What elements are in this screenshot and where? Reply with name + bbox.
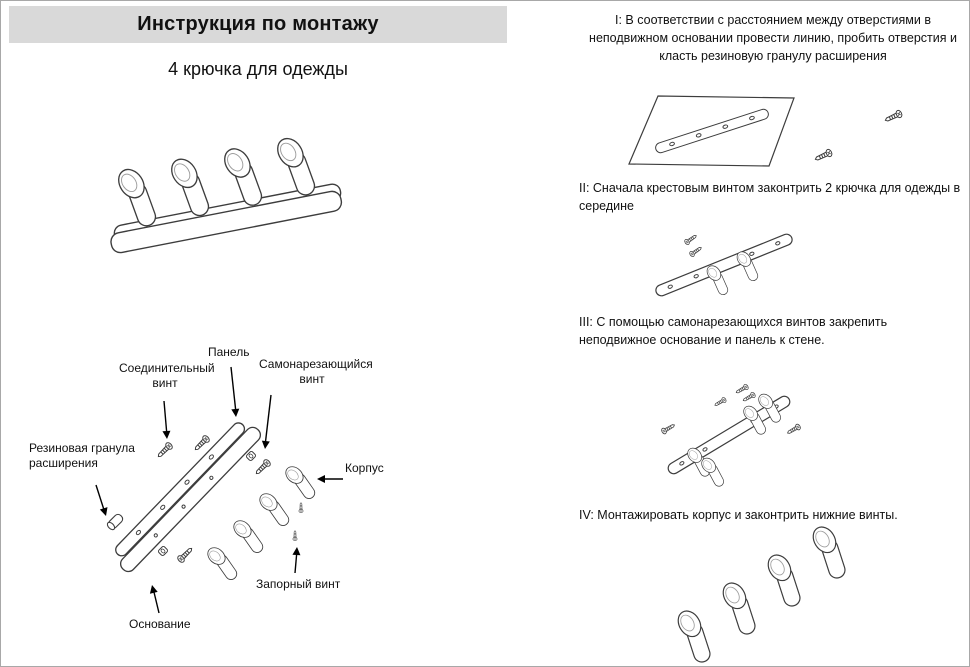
self-tapping-screw [785,422,802,437]
hook-housing [806,520,851,584]
self-tapping-screw [253,457,273,477]
nut [157,545,169,557]
arrowhead [292,546,301,556]
self-tapping-screw [734,383,750,396]
arrowhead [99,507,110,518]
base-and-panel-plate [115,422,262,573]
hook-housing [228,514,267,559]
connecting-screw [175,545,195,565]
hook [269,130,321,201]
fixed-base-strip [655,108,769,154]
hook-rail [110,130,343,254]
hook-housing [254,487,293,532]
exploded-diagram [95,366,343,614]
label-rubber-plug: Резиновая гранула расширения [29,441,135,470]
hook-housing [280,460,319,505]
arrowhead [261,440,270,450]
self-tapping-screw [660,421,677,436]
rubber-expansion-plug [105,512,125,532]
cross-screw [688,244,704,258]
hook-housing [716,576,761,640]
label-housing: Корпус [345,461,384,475]
step-1-text: I: В соответствии с расстоянием между от… [589,13,957,64]
label-panel: Панель [208,345,250,359]
locking-screw [298,502,304,513]
hook [163,151,215,222]
hook-housing [202,541,241,586]
step-2-text: II: Сначала крестовым винтом законтрить … [579,181,961,214]
arrowhead [162,430,171,440]
label-connecting-screw: Соединительный винт [119,361,215,390]
label-base: Основание [129,617,191,631]
self-tapping-screw [713,396,728,408]
product-drawing [110,130,343,254]
hook-housing [761,548,806,612]
connecting-screw [192,433,212,453]
hook [110,161,162,232]
label-self-tapping-screw: Самонарезающийся винт [259,357,373,386]
product-subtitle: 4 крючка для одежды [168,59,348,79]
step-4-diagram [671,520,851,666]
hook-housing [671,604,716,666]
screw [813,147,834,164]
step-1-diagram [628,95,904,167]
step-3-diagram [660,383,802,491]
step-3-text: III: С помощью самонарезающихся винтов з… [579,315,888,348]
label-locking-screw: Запорный винт [256,577,341,591]
step-2-diagram [655,232,793,299]
locking-screw [292,530,298,541]
page-title: Инструкция по монтажу [9,6,507,43]
arrowhead [231,408,240,418]
hook [216,140,268,212]
screw [883,108,904,125]
self-tapping-screw [741,391,757,404]
arrowhead [148,584,158,594]
step-4-text: IV: Монтажировать корпус и законтрить ни… [579,508,898,522]
arrowhead [317,475,325,483]
rail [655,233,793,297]
connecting-screw [155,440,175,460]
cross-screw [683,232,699,246]
